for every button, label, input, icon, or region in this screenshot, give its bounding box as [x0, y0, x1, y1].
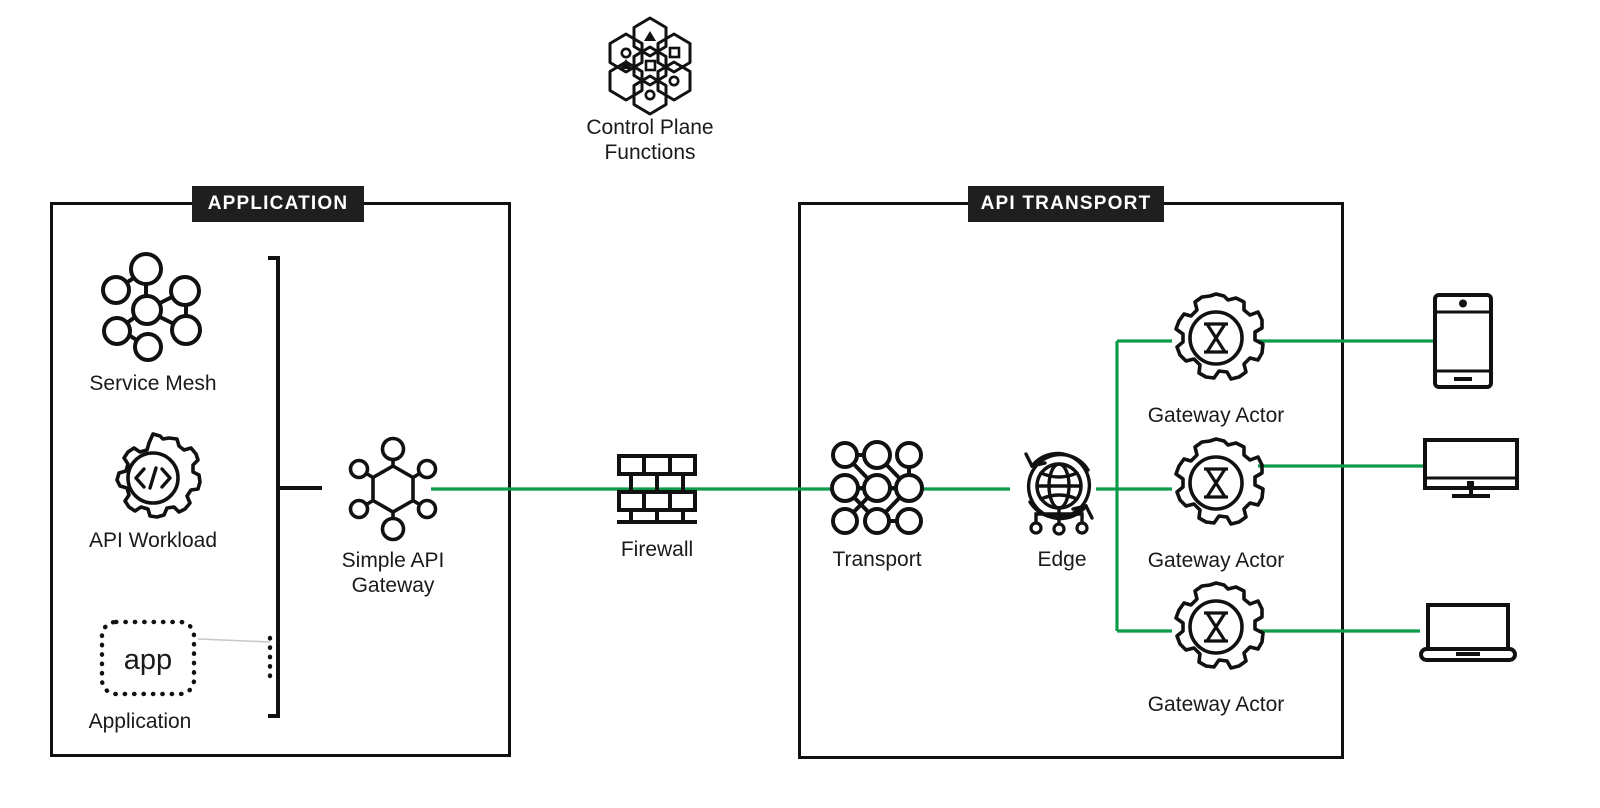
- smartphone-icon: [1433, 293, 1493, 389]
- gear-hourglass-icon: [1174, 581, 1265, 670]
- gateway-actor-1-label: Gateway Actor: [1147, 404, 1285, 427]
- firewall-label: Firewall: [620, 538, 694, 561]
- laptop-icon: [1419, 603, 1517, 662]
- svg-text:app: app: [124, 644, 172, 676]
- grouping-bracket: [268, 256, 322, 718]
- control-plane-label: Control Plane Functions: [586, 116, 714, 164]
- gateway-actor-2-label: Gateway Actor: [1147, 549, 1285, 572]
- mesh-grid-icon: [830, 440, 924, 535]
- api-transport-zone-title: API TRANSPORT: [968, 186, 1164, 222]
- brick-wall-icon: [617, 454, 697, 524]
- desktop-monitor-icon: [1423, 438, 1519, 498]
- node-graph-icon: [101, 252, 202, 362]
- gear-hourglass-icon: [1174, 292, 1265, 381]
- simple-api-gateway-label: Simple API Gateway: [341, 549, 445, 597]
- application-zone-title: APPLICATION: [192, 186, 364, 222]
- application-node-label: Application: [88, 710, 192, 733]
- gear-hourglass-icon: [1174, 437, 1265, 526]
- dotted-app-box-icon: app: [99, 619, 273, 697]
- hexagon-cluster-icon: [608, 16, 692, 116]
- globe-refresh-icon: [1024, 451, 1094, 536]
- hexagon-nodes-icon: [348, 436, 438, 542]
- transport-label: Transport: [832, 548, 922, 571]
- edge-label: Edge: [1037, 548, 1087, 571]
- service-mesh-label: Service Mesh: [89, 372, 217, 395]
- gateway-actor-3-label: Gateway Actor: [1147, 693, 1285, 716]
- api-workload-label: API Workload: [89, 529, 217, 552]
- gear-code-icon: [115, 432, 202, 519]
